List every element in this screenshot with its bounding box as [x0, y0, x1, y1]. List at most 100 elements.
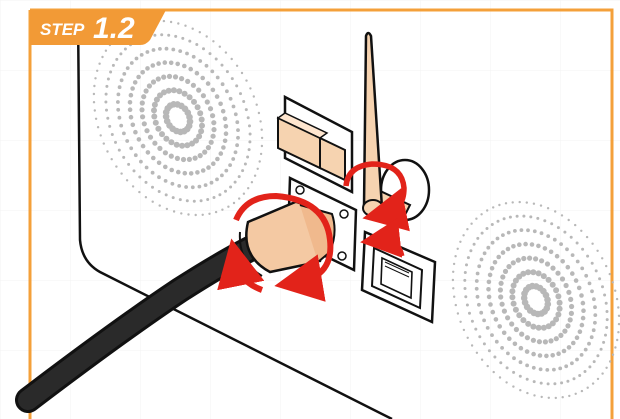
speaker-dot — [130, 122, 136, 128]
speaker-dot — [141, 121, 147, 127]
speaker-dot — [605, 366, 608, 369]
speaker-dot — [222, 138, 228, 144]
speaker-dot — [553, 382, 557, 386]
speaker-dot — [539, 258, 545, 264]
speaker-dot — [191, 98, 197, 105]
speaker-dot — [117, 148, 121, 152]
speaker-dot — [479, 257, 484, 262]
speaker-dot — [512, 341, 518, 347]
rotate-arrow-icon — [360, 217, 405, 258]
speaker-dot — [561, 348, 567, 354]
speaker-dot — [601, 372, 604, 375]
speaker-dot — [474, 286, 479, 291]
speaker-dot — [566, 345, 572, 350]
speaker-dot — [116, 92, 121, 97]
speaker-dot — [199, 122, 205, 129]
speaker-dot — [524, 335, 531, 341]
speaker-dot — [212, 196, 216, 199]
speaker-dot — [228, 163, 233, 168]
speaker-dot — [540, 395, 543, 399]
speaker-dot — [569, 303, 575, 310]
speaker-dot — [527, 255, 533, 261]
speaker-dot — [93, 109, 97, 112]
speaker-dot — [590, 261, 594, 265]
speaker-dot — [512, 385, 515, 388]
speaker-dot — [515, 257, 521, 263]
speaker-dot — [181, 90, 188, 97]
speaker-dot — [260, 136, 264, 140]
speaker-dot — [196, 133, 203, 140]
speaker-dot — [478, 335, 482, 339]
speaker-dot — [593, 320, 597, 325]
speaker-dot — [603, 293, 607, 297]
speaker-dot — [172, 74, 179, 80]
speaker-dot — [465, 263, 468, 267]
speaker-dot — [580, 315, 586, 321]
speaker-dot — [210, 113, 216, 119]
speaker-dot — [153, 96, 160, 103]
speaker-dot — [198, 31, 201, 34]
speaker-dot — [192, 155, 198, 161]
speaker-dot — [555, 293, 562, 300]
speaker-dot — [525, 201, 528, 204]
speaker-dot — [572, 377, 576, 381]
speaker-dot — [566, 289, 572, 295]
speaker-dot — [614, 289, 617, 292]
speaker-dot — [512, 370, 516, 374]
speaker-dot — [260, 144, 264, 148]
speaker-dot — [486, 209, 489, 212]
speaker-dot — [505, 366, 509, 370]
speaker-dot — [130, 86, 135, 91]
speaker-dot — [509, 321, 515, 327]
speaker-grille-icon — [92, 19, 264, 217]
speaker-dot — [151, 185, 154, 189]
speaker-dot — [588, 365, 592, 369]
speaker-dot — [533, 256, 539, 262]
speaker-dot — [553, 336, 559, 342]
speaker-dot — [145, 50, 150, 54]
speaker-dot — [138, 175, 142, 179]
speaker-dot — [490, 223, 494, 226]
speaker-dot — [104, 92, 108, 96]
speaker-dot — [525, 377, 529, 381]
speaker-dot — [575, 241, 579, 245]
speaker-dot — [176, 88, 183, 95]
speaker-dot — [151, 101, 158, 108]
speaker-dot — [178, 198, 182, 202]
speaker-dot — [194, 70, 200, 76]
speaker-dot — [246, 116, 250, 120]
speaker-dot — [166, 73, 173, 79]
speaker-dot — [581, 308, 586, 314]
speaker-dot — [200, 168, 206, 173]
speaker-dot — [92, 92, 96, 96]
speaker-dot — [258, 160, 261, 163]
power-switch-icon[interactable] — [276, 94, 354, 195]
speaker-dot — [204, 63, 209, 68]
speaker-dot — [117, 85, 122, 90]
speaker-dot — [167, 33, 171, 37]
speaker-dot — [230, 77, 234, 81]
speaker-dot — [518, 360, 523, 365]
speaker-dot — [617, 331, 620, 334]
speaker-dot — [604, 333, 607, 337]
speaker-dot — [562, 328, 568, 334]
speaker-dot — [184, 142, 191, 149]
speaker-dot — [237, 175, 241, 179]
speaker-dot — [141, 94, 147, 100]
speaker-dot — [530, 323, 537, 330]
speaker-dot — [494, 339, 499, 344]
speaker-dot — [139, 159, 143, 164]
speaker-dot — [122, 131, 126, 136]
speaker-dot — [94, 117, 98, 121]
speaker-dot — [585, 235, 589, 239]
speaker-dot — [117, 115, 122, 120]
speaker-dot — [537, 353, 543, 358]
speaker-dot — [127, 162, 131, 166]
speaker-dot — [211, 120, 217, 126]
speaker-dot — [512, 306, 519, 313]
speaker-dot — [235, 143, 240, 148]
speaker-dot — [463, 278, 467, 282]
speaker-dot — [233, 180, 237, 184]
speaker-dot — [174, 34, 178, 38]
speaker-dot — [465, 303, 469, 307]
